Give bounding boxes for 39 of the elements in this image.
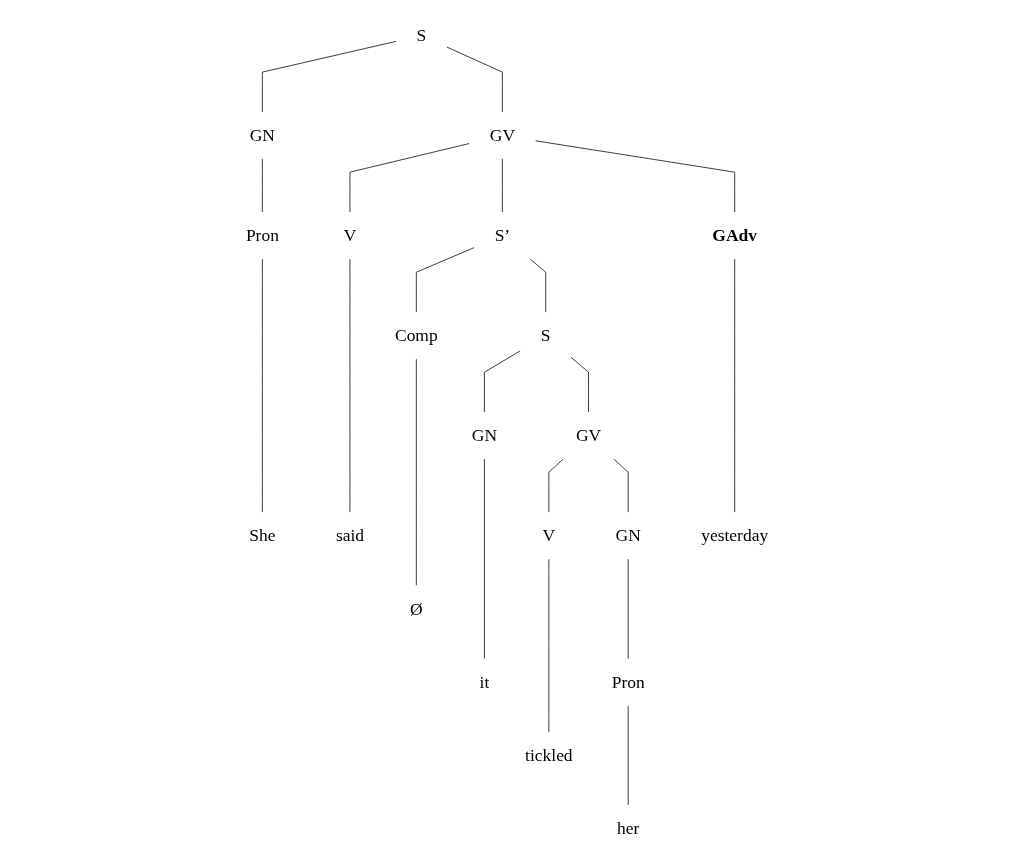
connector — [261, 157, 263, 213]
node-text: V — [343, 225, 356, 245]
node-text: Pron — [611, 671, 645, 692]
connector — [349, 142, 470, 213]
connector — [483, 349, 521, 413]
node-text: S — [415, 25, 426, 45]
connector — [415, 357, 417, 586]
node-text: She — [248, 525, 275, 545]
connector — [547, 457, 564, 513]
node-text: it — [479, 671, 489, 692]
node-text: S’ — [494, 225, 510, 245]
connector — [627, 704, 629, 806]
connector — [528, 257, 546, 313]
node-text: said — [335, 525, 364, 545]
node-text: GN — [471, 425, 497, 445]
node-text: GN — [249, 125, 275, 145]
connector — [534, 139, 735, 213]
node-text: GV — [489, 125, 515, 145]
node-text: GAdv — [711, 225, 757, 245]
connector — [261, 40, 397, 113]
node-text: yesterday — [700, 525, 768, 545]
connector — [733, 257, 735, 513]
node-text: V — [542, 525, 555, 545]
connector — [483, 457, 485, 659]
node-text: S — [540, 325, 551, 345]
connector — [569, 356, 589, 413]
node-text: tickled — [524, 745, 573, 765]
node-text: Ø — [409, 598, 423, 619]
connector — [627, 557, 629, 659]
node-text: Pron — [245, 225, 279, 245]
connector — [261, 257, 263, 513]
node-text: Comp — [394, 325, 438, 345]
connector — [445, 45, 503, 113]
connector — [501, 157, 503, 213]
node-text: GN — [615, 525, 641, 545]
node-text: GV — [575, 425, 601, 445]
connector — [612, 457, 629, 513]
node-text: her — [616, 818, 639, 838]
connector — [415, 246, 475, 313]
